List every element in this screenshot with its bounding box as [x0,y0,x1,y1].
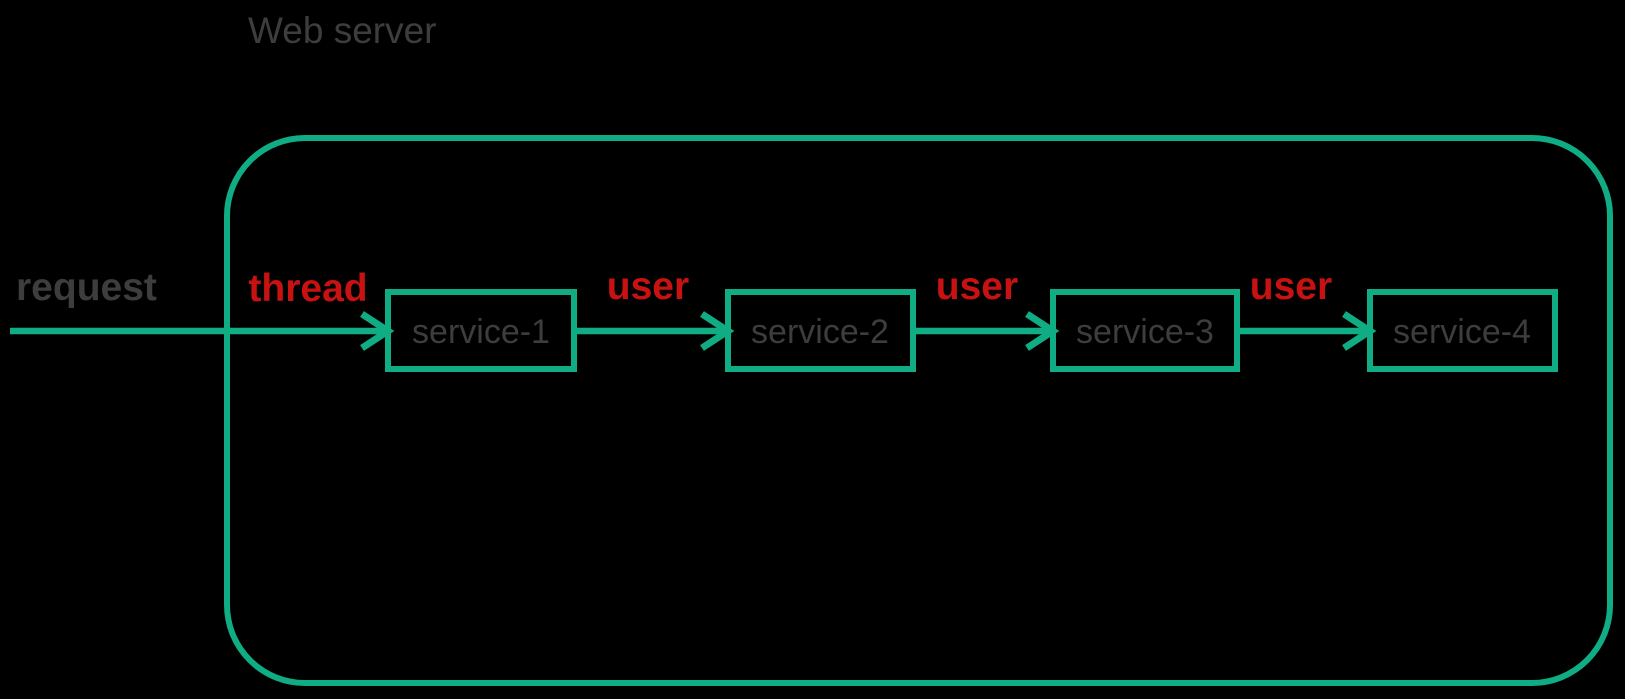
web-server-title: Web server [248,10,437,51]
service-label: service-4 [1393,313,1531,351]
service-box-1: service-1 [385,289,577,372]
arrow-service-3-to-4 [1237,311,1377,351]
arrow-service-1-to-2 [574,311,735,351]
service-box-3: service-3 [1050,289,1240,372]
arrow-request [10,311,395,351]
service-box-rect [1367,289,1558,372]
edge-label-user-3: user [1250,265,1332,308]
service-label: service-2 [751,313,889,351]
service-label: service-1 [412,313,550,351]
request-label: request [16,266,157,309]
service-label: service-3 [1076,313,1214,351]
arrow-service-2-to-3 [913,311,1060,351]
web-server-container [224,135,1613,686]
service-box-2: service-2 [725,289,916,372]
service-box-4: service-4 [1367,289,1558,372]
edge-label-user-2: user [936,265,1018,308]
edge-label-user-1: user [607,265,689,308]
edge-label-thread: thread [248,267,367,310]
